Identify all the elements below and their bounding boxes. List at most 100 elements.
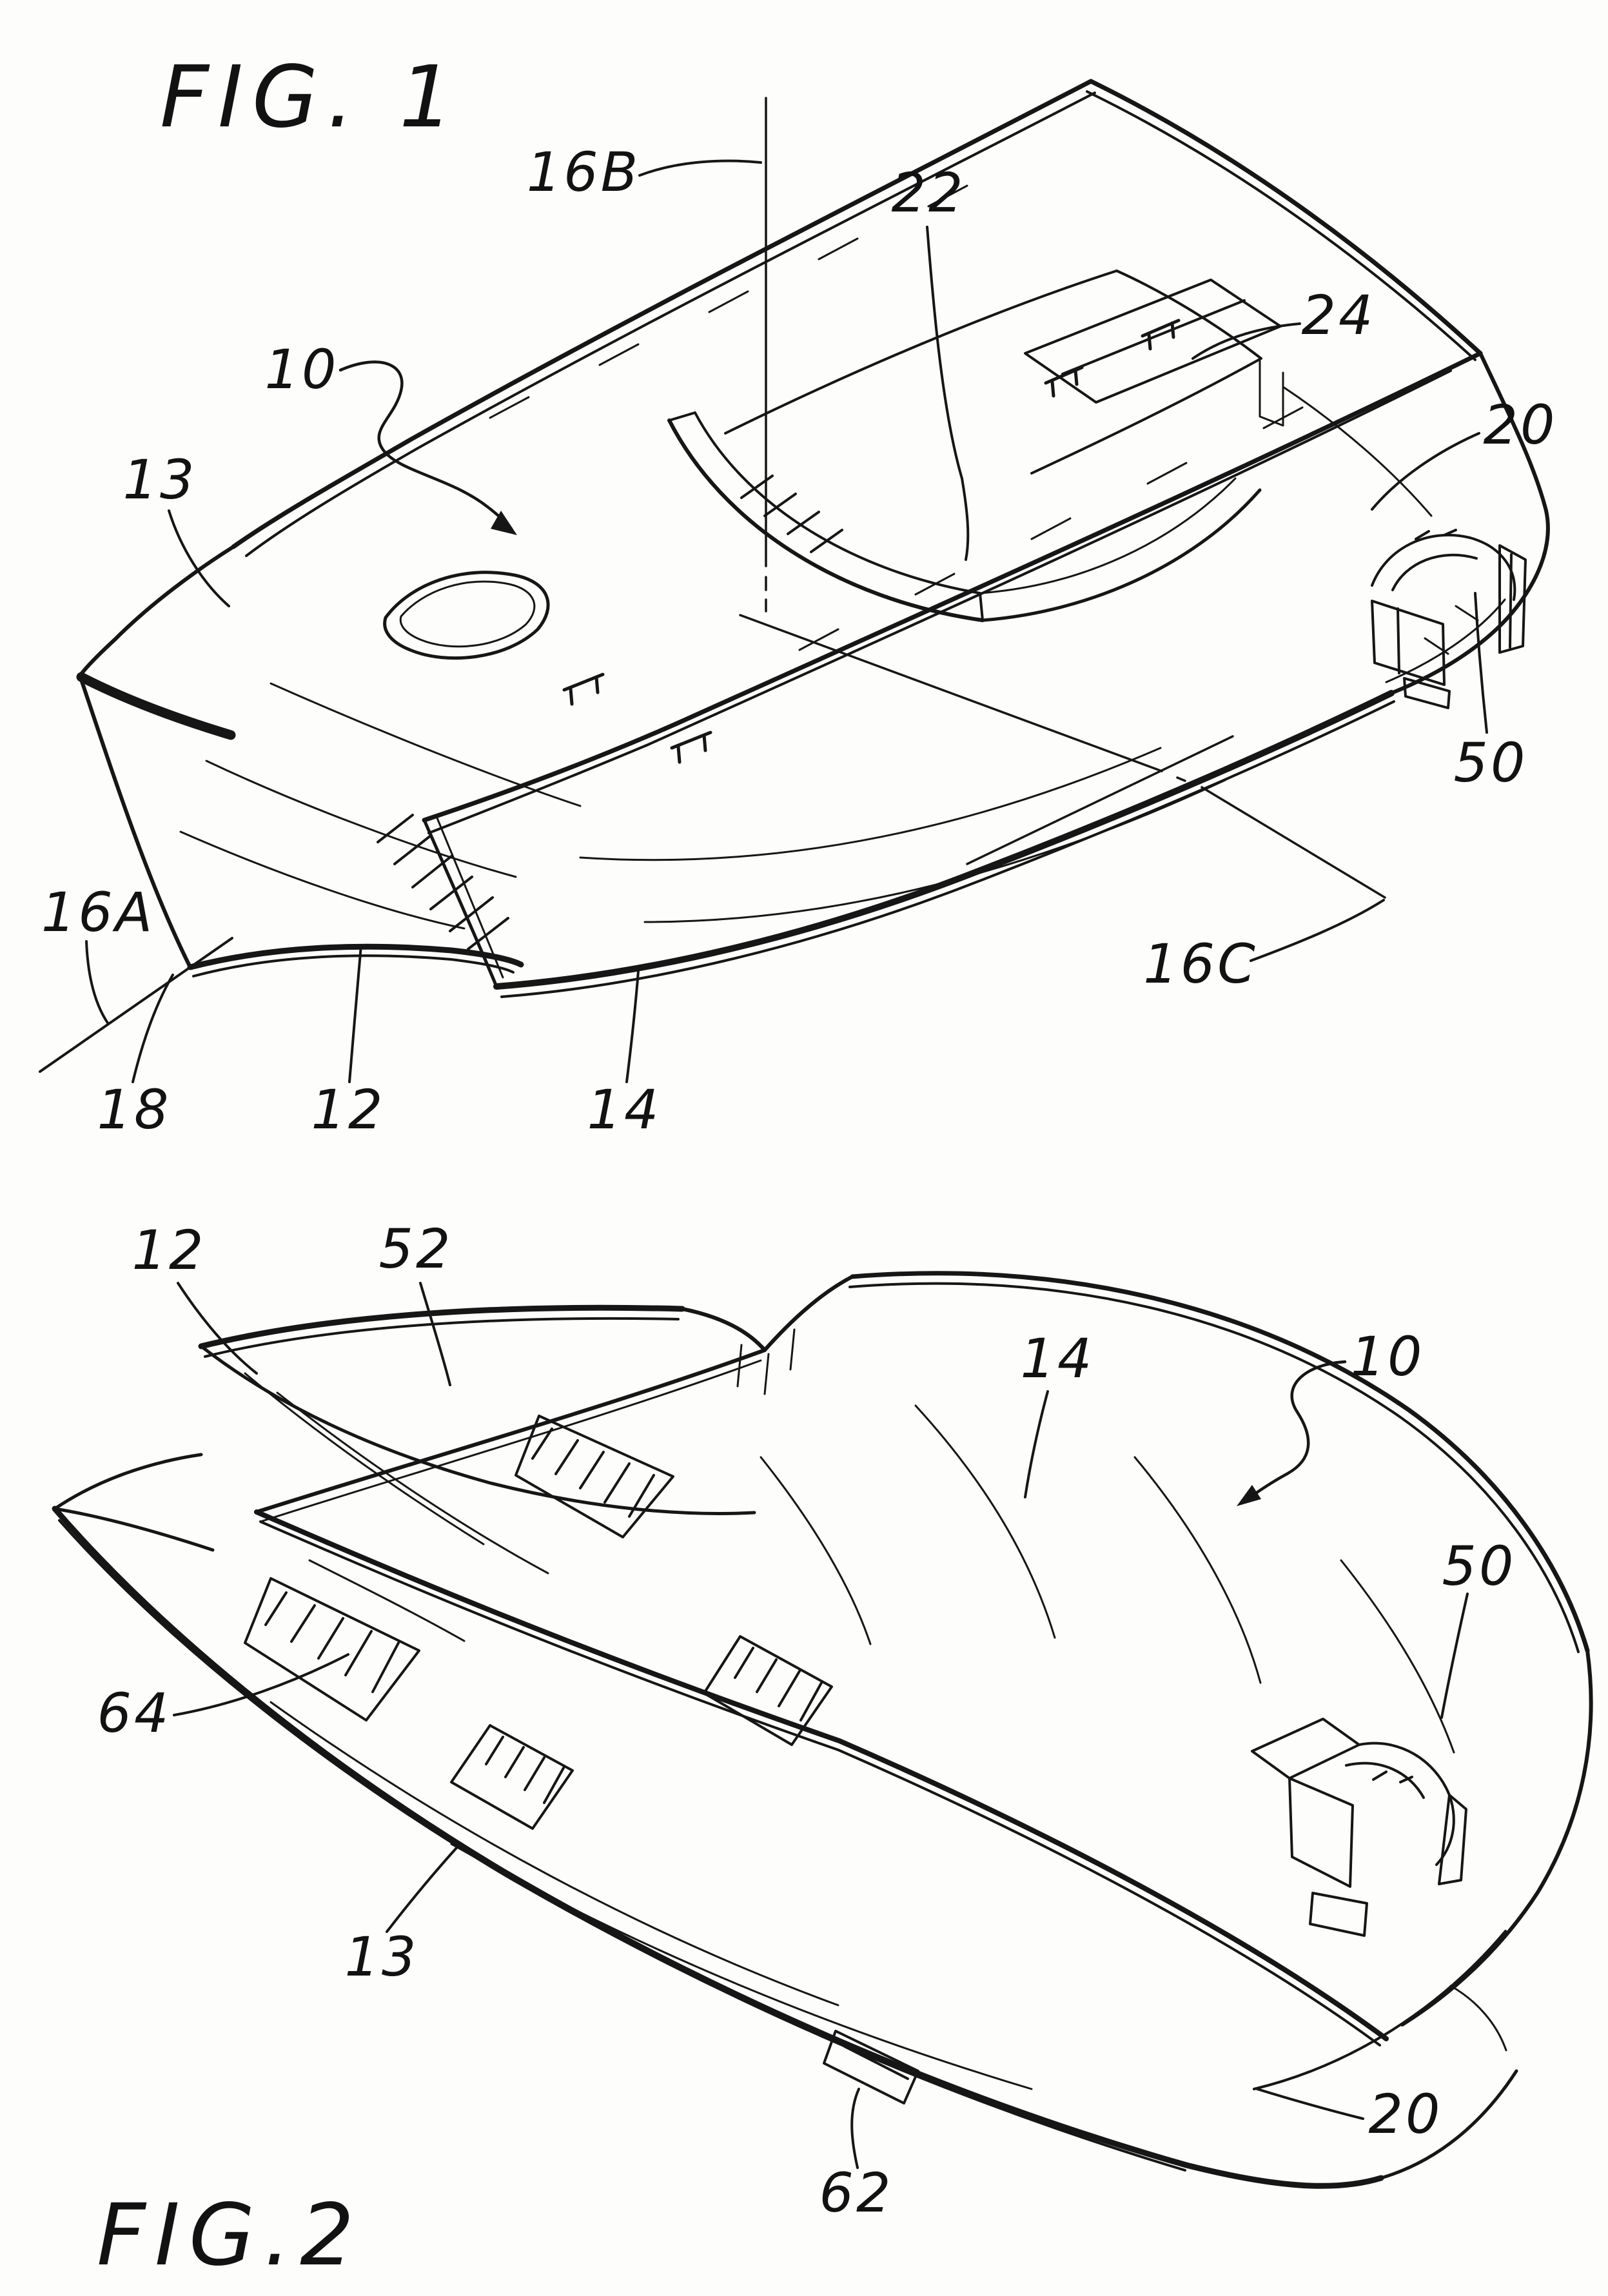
fig1-canopy-outer [667,418,985,622]
fig2-step-wedge-a [515,1415,674,1538]
fig2-stern-lip [1253,1930,1507,2090]
fig2-stern-notch [1449,1985,1507,2052]
fig1-ref-label-18: 18 [97,1078,172,1141]
fig1-port-bow-curve [78,545,235,678]
fig1-starboard-rail-inner [1086,90,1476,361]
fig1-aft-well-line [1282,386,1433,517]
fig1-leader-12 [348,944,362,1083]
fig2-stern-corner [1379,2069,1518,2180]
fig2-leader-10 [1244,1360,1347,1502]
fig1-ref-label-10: 10 [265,338,339,401]
fig1-ref-label-12: 12 [311,1078,386,1141]
fig1-surface-texture [179,184,1479,930]
figure2-caption: FIG.2 [97,2186,363,2285]
fig1-near-rail [422,351,1483,823]
fig2-leader-14 [1024,1390,1049,1498]
fig1-leader-16a [85,940,110,1025]
fig1-section-crossline [966,735,1234,865]
fig2-porthull-top [198,1304,685,1349]
fig2-ref-label-50: 50 [1442,1535,1516,1598]
fig1-section-line-16c [739,614,1386,899]
fig2-ref-label-12: 12 [132,1219,206,1282]
fig1-leader-14 [625,970,640,1083]
fig1-near-rail-inner [427,369,1452,834]
fig1-port-sheer-line [231,79,1093,549]
fig1-canopy-inner [668,411,984,622]
fig1-tunnel-hatching [377,814,509,950]
fig2-chine-inner [259,1520,1381,2046]
fig1-leader-16c [1250,899,1385,962]
fig1-starboard-hull-bottom [493,690,1395,990]
fig1-port-stem [78,674,192,969]
fig1-port-hull-bottom-inner [192,954,515,977]
fig1-leader-22 [926,226,970,561]
fig1-starboard-hull-bottom-inner [500,700,1395,998]
fig2-chine [254,1509,1389,2041]
fig1-leader-20 [1371,432,1480,511]
fig2-leader-13 [386,1847,458,1933]
fig2-ref-label-10: 10 [1351,1325,1425,1388]
fig2-leader-20 [1256,2088,1364,2120]
fig1-leader-10 [338,360,513,531]
fig1-port-hull-bottom [187,943,524,970]
fig2-port-keel-inner [58,1519,1186,2172]
fig1-leader-50 [1474,592,1488,734]
fig2-starboard-top-edge [850,1271,1590,1653]
fig2-step-wedge-d [450,1724,574,1830]
fig2-skeg [823,2030,919,2105]
figure-1: FIG. 1 10 13 16A 16B 18 12 14 16C 22 24 … [39,48,1558,1141]
fig1-leader-13 [168,509,230,607]
fig1-foredeck-hatch-outer [383,571,550,660]
fig2-porthull-top-inner [204,1317,680,1358]
fig2-ref-label-62: 62 [819,2161,894,2224]
fig2-leader-62 [850,2088,860,2169]
fig1-motor-bracket [1371,529,1527,709]
fig2-step-wedge-c [703,1635,833,1746]
fig1-ref-label-16b: 16B [527,141,641,204]
fig2-port-keel [52,1506,1384,2189]
fig1-transom [1389,509,1550,695]
fig1-ref-label-24: 24 [1302,284,1376,347]
fig2-ref-label-14: 14 [1021,1327,1095,1390]
fig1-starboard-stem-inner [435,814,504,979]
fig2-stern-outer [1400,1649,1593,2026]
fig1-ref-label-13: 13 [123,448,197,511]
fig2-leader-52 [419,1282,451,1386]
fig2-ref-label-52: 52 [379,1217,453,1280]
fig2-starboard-top-edge-inner [848,1282,1580,1653]
fig1-port-bow-shadow [76,672,236,740]
fig2-bow-upper-boundary-inner [259,1359,762,1523]
fig1-leader-24 [1191,322,1301,360]
figure-2: 12 52 14 10 64 13 50 20 62 FIG.2 [52,1217,1593,2285]
figure1-caption: FIG. 1 [160,48,462,147]
fig1-ref-label-14: 14 [587,1078,662,1141]
fig2-ref-label-64: 64 [97,1682,172,1745]
fig1-aft-coaming-inner [979,477,1237,594]
fig2-port-bow-small [53,1453,215,1552]
fig1-section-line-16a [39,937,233,1073]
fig1-cockpit-floor-hatching [740,475,843,553]
fig1-port-sheer-line-inner [245,92,1096,557]
fig2-leader-12 [177,1282,258,1375]
fig1-leader-18 [132,974,174,1083]
fig1-transom-inner [1385,598,1506,683]
fig1-ref-label-16c: 16C [1143,932,1258,996]
fig1-ref-label-16a: 16A [41,881,155,944]
fig1-arrowhead-10 [491,511,517,535]
fig2-ref-label-20: 20 [1369,2083,1443,2146]
fig1-foredeck-hatch-inner [399,580,536,648]
fig2-porthull-lower-edge [199,1344,756,1515]
fig2-ref-label-13: 13 [345,1925,419,1988]
fig1-ref-label-22: 22 [892,161,966,224]
fig1-starboard-stem [422,818,498,988]
fig2-leader-64 [173,1653,349,1716]
fig1-ref-label-20: 20 [1484,393,1558,456]
fig2-motor-bracket [1251,1718,1467,1937]
fig2-leader-50 [1440,1593,1469,1719]
fig1-starboard-rail [1088,79,1483,356]
fig2-saddle [680,1275,854,1352]
fig1-seat-box [1024,279,1282,404]
fig1-aft-deck-edge [1478,351,1548,513]
